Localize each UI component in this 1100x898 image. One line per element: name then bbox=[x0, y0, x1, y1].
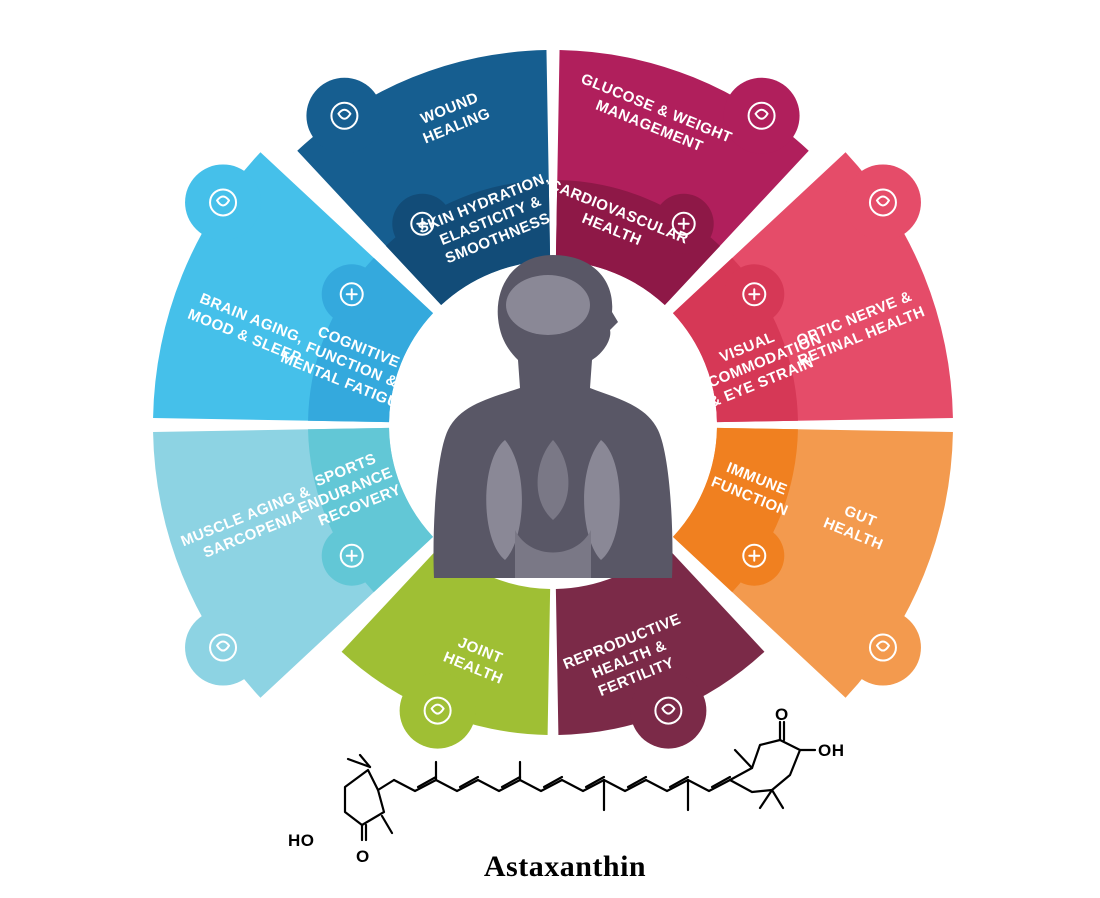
skin-hydration-icon bbox=[410, 211, 435, 236]
segment-reproductive bbox=[555, 544, 765, 735]
muscle-icon bbox=[209, 633, 238, 662]
segment-tab-gut bbox=[844, 609, 921, 686]
inner-segment-glucose bbox=[555, 180, 721, 306]
fetus-icon bbox=[654, 696, 683, 725]
segment-tab-muscle bbox=[185, 609, 262, 686]
hydroxyl-left-label: HO bbox=[288, 831, 315, 850]
human-silhouette-icon bbox=[433, 255, 673, 578]
segment-tab-reproductive bbox=[630, 672, 707, 749]
segment-tab-brain bbox=[185, 164, 262, 241]
eyeball-icon bbox=[868, 188, 897, 217]
segment-tab-joint bbox=[399, 672, 476, 749]
runner-icon bbox=[339, 543, 364, 568]
inner-segment-gut bbox=[672, 427, 798, 593]
carbonyl-left-label: O bbox=[356, 847, 370, 866]
inner-segment-optic bbox=[672, 257, 798, 423]
brain-outline-icon bbox=[339, 282, 364, 307]
glucose-meter-icon bbox=[747, 101, 776, 130]
knee-joint-icon bbox=[423, 696, 452, 725]
segment-joint bbox=[341, 544, 551, 735]
hand-drops-icon bbox=[330, 101, 359, 130]
segment-tab-glucose bbox=[723, 77, 800, 154]
molecule-name: Astaxanthin bbox=[484, 850, 646, 883]
segment-tab-optic bbox=[844, 164, 921, 241]
inner-segment-brain bbox=[308, 257, 434, 423]
carbonyl-right-label: O bbox=[775, 705, 789, 724]
inner-segment-muscle bbox=[308, 427, 434, 593]
brain-icon bbox=[209, 188, 238, 217]
heart-icon bbox=[671, 211, 696, 236]
segment-tab-wound bbox=[306, 77, 383, 154]
stomach-icon bbox=[868, 633, 897, 662]
inner-segment-wound bbox=[385, 180, 551, 306]
shield-cross-icon bbox=[742, 543, 767, 568]
hydroxyl-right-label: OH bbox=[818, 741, 845, 760]
eye-icon bbox=[742, 282, 767, 307]
